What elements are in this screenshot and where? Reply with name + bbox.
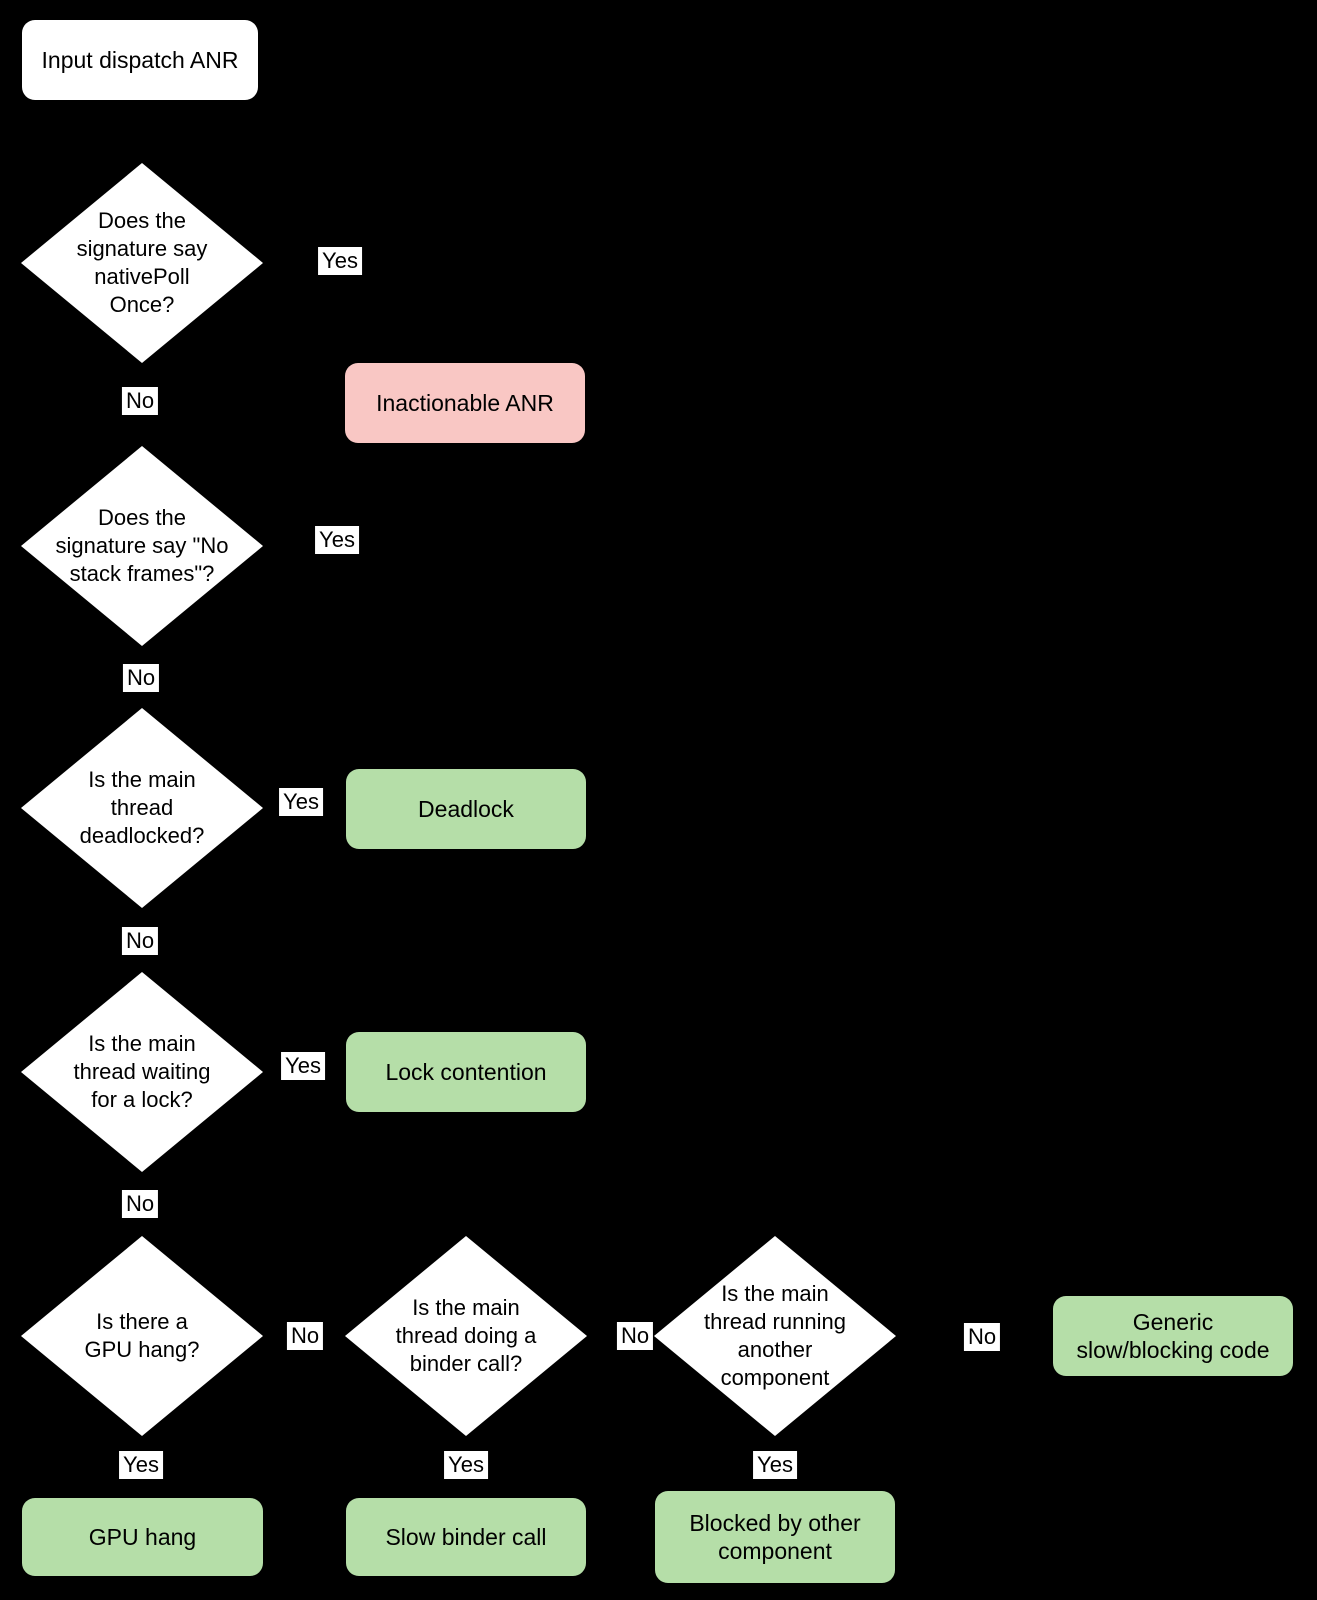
result-inactionable-anr: Inactionable ANR — [345, 363, 585, 443]
edge-label-d2-no: No — [122, 664, 160, 692]
edge-label-d3-no: No — [121, 927, 159, 955]
edge-label-d7-no: No — [963, 1323, 1001, 1351]
start-node-input-dispatch-anr: Input dispatch ANR — [22, 20, 258, 100]
edge-label-d5-no: No — [286, 1322, 324, 1350]
result-generic-slow-blocking-code: Generic slow/blocking code — [1053, 1296, 1293, 1376]
edge-label-d1-no: No — [121, 387, 159, 415]
decision-binder-call: Is the main thread doing a binder call? — [345, 1236, 587, 1436]
decision-main-thread-waiting-lock: Is the main thread waiting for a lock? — [21, 972, 263, 1172]
result-deadlock: Deadlock — [346, 769, 586, 849]
decision-main-thread-deadlocked: Is the main thread deadlocked? — [21, 708, 263, 908]
edge-label-d5-yes: Yes — [119, 1451, 163, 1479]
decision-gpu-hang: Is there a GPU hang? — [21, 1236, 263, 1436]
result-lock-contention: Lock contention — [346, 1032, 586, 1112]
edge-label-d2-yes: Yes — [315, 526, 359, 554]
result-blocked-by-other-component: Blocked by other component — [655, 1491, 895, 1583]
result-gpu-hang: GPU hang — [22, 1498, 263, 1576]
edge-label-d4-yes: Yes — [281, 1052, 325, 1080]
edge-label-d3-yes: Yes — [279, 788, 323, 816]
decision-running-another-component: Is the main thread running another compo… — [654, 1236, 896, 1436]
result-slow-binder-call: Slow binder call — [346, 1498, 586, 1576]
edge-label-d6-yes: Yes — [444, 1451, 488, 1479]
edge-label-d4-no: No — [121, 1190, 159, 1218]
decision-signature-nativepollonce: Does the signature say nativePoll Once? — [21, 163, 263, 363]
decision-signature-no-stack-frames: Does the signature say "No stack frames"… — [21, 446, 263, 646]
edge-label-d6-no: No — [616, 1322, 654, 1350]
edge-label-d1-yes: Yes — [318, 247, 362, 275]
edge-label-d7-yes: Yes — [753, 1451, 797, 1479]
